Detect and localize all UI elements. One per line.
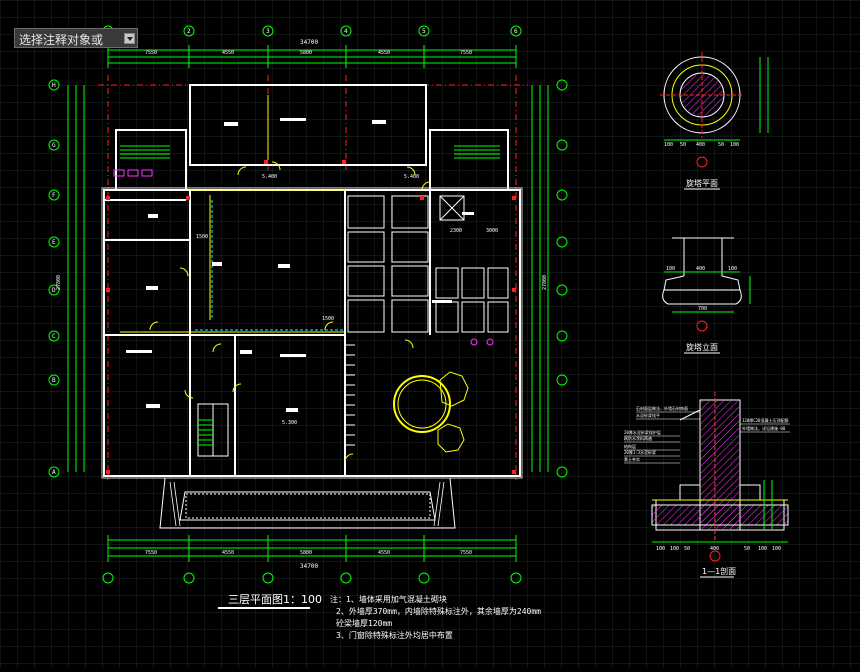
top-dim-5: 7550	[460, 50, 472, 56]
section-label: 1—1剖面	[702, 566, 736, 576]
select-annotation-dropdown[interactable]: 选择注释对象或	[14, 28, 138, 48]
grid-side-G: G	[52, 142, 56, 149]
note-4: 3、门窗除特殊标注外均居中布置	[336, 630, 453, 640]
top-dim-1: 7550	[145, 50, 157, 56]
grid-side-E: E	[52, 239, 56, 246]
column-plan-label: 旋塔平面	[686, 178, 718, 188]
right-total-dim: 27800	[542, 275, 548, 290]
section-note-left-7: 素土夯实	[624, 456, 640, 462]
section-dim-6: 100	[758, 546, 767, 552]
note-2: 2、外墙厚370mm，内墙除特殊标注外，其余墙厚为240mm	[336, 606, 541, 616]
room-labels	[126, 118, 474, 412]
top-dimension-chain	[107, 45, 517, 68]
section-dim-5: 50	[744, 546, 750, 552]
exterior-wall-outline	[101, 187, 523, 479]
elevation-1: 5.400	[262, 174, 277, 180]
grid-side-A: A	[52, 469, 56, 476]
door-width-2: 1500	[322, 316, 334, 322]
top-overall-dim: 34700	[300, 39, 318, 46]
toilet-cubicles	[347, 195, 509, 333]
section-note-left-6: 20厚1:3水泥砂浆	[624, 449, 656, 455]
bottom-dim-2: 4550	[222, 550, 234, 556]
dim-3000: 3000	[486, 228, 498, 234]
doors-and-partitions	[120, 95, 431, 463]
section-note-left-1: 石材面层做法，外墙石材饰面	[636, 405, 688, 411]
grid-side-F: F	[52, 192, 56, 199]
bottom-dim-1: 7550	[145, 550, 157, 556]
grid-top-3: 3	[266, 28, 270, 35]
section-note-right-2: 外墙做法，详见建施-00	[742, 425, 786, 431]
drawing-title: 三层平面图1：100	[228, 593, 322, 606]
elevation-3: 5.300	[282, 420, 297, 426]
cyan-lines	[195, 200, 345, 331]
grid-top-6: 6	[514, 28, 518, 35]
section-dim-1: 100	[656, 546, 665, 552]
section-note-left-2: 水泥砂浆找平	[636, 412, 660, 418]
bottom-dimension-chain	[102, 535, 522, 584]
col-plan-dim-2: 50	[680, 142, 686, 148]
left-total-dim: 27800	[56, 275, 62, 290]
note-1: 注：1、墙体采用加气混凝土砌块	[330, 594, 447, 604]
top-dim-3: 5800	[300, 50, 312, 56]
grid-side-B: B	[52, 377, 56, 384]
section-dim-2: 100	[670, 546, 679, 552]
section-dim-7: 100	[772, 546, 781, 552]
column-elevation-detail	[662, 237, 751, 332]
section-dim-3: 50	[684, 546, 690, 552]
col-elev-dim-1: 100	[666, 266, 675, 272]
elevation-2: 5.400	[404, 174, 419, 180]
chevron-down-icon[interactable]	[124, 33, 135, 44]
dim-2300: 2300	[450, 228, 462, 234]
circular-pavilion	[393, 371, 469, 453]
section-dim-4: 400	[710, 546, 719, 552]
side-dimension-chains	[67, 85, 549, 472]
col-plan-dim-3: 400	[696, 142, 705, 148]
col-elev-bottom: 700	[698, 306, 707, 312]
col-elev-dim-3: 100	[728, 266, 737, 272]
col-plan-dim-4: 50	[718, 142, 724, 148]
section-note-left-5: 结构层	[624, 443, 636, 449]
ramp-ticks	[346, 344, 355, 446]
grid-top-2: 2	[187, 28, 191, 35]
top-dim-2: 4550	[222, 50, 234, 56]
grid-top-5: 5	[422, 28, 426, 35]
entrance-platform	[185, 493, 431, 519]
col-elev-dim-2: 400	[696, 266, 705, 272]
building-walls	[103, 84, 521, 477]
section-note-right-1: 120厚C20混凝土压顶配筋	[742, 417, 788, 423]
section-note-left-4: 刷防水涂料两遍	[624, 435, 652, 441]
entrance-hatch	[169, 481, 445, 527]
col-plan-dim-5: 100	[730, 142, 739, 148]
top-dim-4: 4550	[378, 50, 390, 56]
sanitary-fixtures	[113, 169, 494, 346]
grid-side-H: H	[52, 82, 56, 89]
column-elevation-label: 旋塔立面	[686, 342, 718, 352]
left-grid-bubbles	[48, 79, 568, 478]
bottom-dim-3: 5800	[300, 550, 312, 556]
col-plan-dim-1: 100	[664, 142, 673, 148]
column-markers	[106, 160, 516, 474]
bottom-dim-5: 7550	[460, 550, 472, 556]
stair-treads	[120, 145, 500, 446]
grid-side-D: D	[52, 287, 56, 294]
select-annotation-label: 选择注释对象或	[19, 33, 104, 47]
section-detail	[651, 392, 789, 562]
door-width-1: 1500	[196, 234, 208, 240]
note-3: 砼梁墙厚120mm	[336, 618, 392, 628]
section-leader-lines	[624, 411, 790, 464]
bottom-overall-dim: 34700	[300, 563, 318, 570]
grid-top-4: 4	[344, 28, 348, 35]
grid-side-C: C	[52, 333, 56, 340]
bottom-dim-4: 4550	[378, 550, 390, 556]
column-plan-detail	[660, 52, 769, 168]
section-note-left-3: 20厚水泥砂浆保护层	[624, 429, 661, 435]
